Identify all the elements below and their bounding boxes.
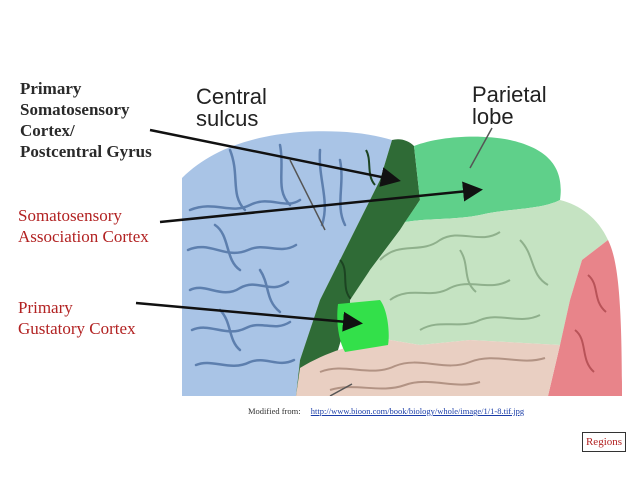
temporal-lobe [296,340,560,396]
image-credit: Modified from: http://www.bioon.com/book… [248,406,524,416]
assoc-line1: Somatosensory [18,206,122,225]
central-sulcus-label: Central sulcus [196,86,267,130]
arrow-primary-somatosensory [149,128,401,187]
central-sulcus-line2: sulcus [196,106,259,131]
regions-button[interactable]: Regions [582,432,626,452]
ps-line4: Postcentral Gyrus [20,142,152,161]
gustatory-cortex [337,300,389,352]
parietal-lobe [405,136,561,222]
primary-somatosensory-label: Primary Somatosensory Cortex/ Postcentra… [20,78,152,162]
ps-line1: Primary [20,79,82,98]
postcentral-gyrus [296,139,420,396]
central-sulcus-line1: Central [196,84,267,109]
association-cortex [350,200,608,345]
occipital-lobe [548,240,622,396]
parietal-lobe-label: Parietal lobe [472,84,547,128]
frontal-gyri [186,143,347,367]
credit-prefix: Modified from: [248,406,301,416]
ps-line3: Cortex/ [20,121,75,140]
parietal-lobe-line2: lobe [472,104,514,129]
association-gyri [379,231,549,331]
ps-line2: Somatosensory [20,100,130,119]
arrow-gustatory [135,301,363,332]
gust-line1: Primary [18,298,73,317]
credit-link[interactable]: http://www.bioon.com/book/biology/whole/… [310,406,525,416]
gustatory-cortex-label: Primary Gustatory Cortex [18,297,136,339]
association-cortex-label: Somatosensory Association Cortex [18,205,149,247]
parietal-lobe-line1: Parietal [472,82,547,107]
arrow-association [159,181,483,224]
gust-line2: Gustatory Cortex [18,319,136,338]
assoc-line2: Association Cortex [18,227,149,246]
